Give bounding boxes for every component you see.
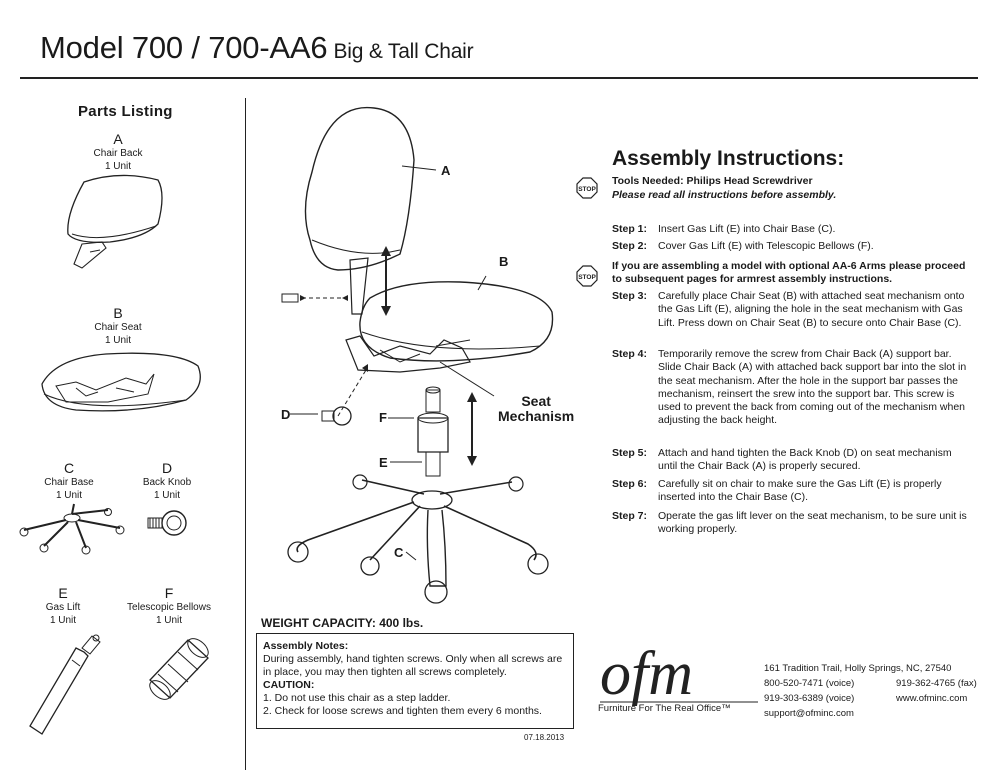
part-name: Chair Back — [93, 148, 143, 159]
stop-text: STOP — [578, 186, 596, 193]
step-text: Temporarily remove the screw from Chair … — [658, 348, 967, 427]
telescopic-bellows-illustration — [140, 632, 220, 710]
step-3: Step 3: Carefully place Chair Seat (B) w… — [612, 290, 967, 330]
step-1: Step 1: Insert Gas Lift (E) into Chair B… — [612, 223, 967, 236]
part-name: Chair Seat — [94, 322, 142, 333]
part-quantity: 1 Unit — [155, 615, 183, 626]
part-label-b: B Chair Seat 1 Unit — [63, 305, 173, 347]
ofm-logo-text: ofm — [600, 640, 693, 706]
chair-base-illustration — [16, 500, 128, 554]
diagram-label-d: D — [281, 407, 291, 422]
step-label: Step 3: — [612, 290, 648, 302]
part-label-d: D Back Knob 1 Unit — [112, 460, 222, 502]
stop-sign-icon: STOP — [576, 265, 598, 287]
model-title: Model 700 / 700-AA6 — [40, 30, 328, 65]
assembly-notes-heading: Assembly Notes: — [263, 640, 349, 652]
part-quantity: 1 Unit — [153, 490, 181, 501]
read-all-note: Please read all instructions before asse… — [612, 189, 837, 201]
caution-item: 1. Do not use this chair as a step ladde… — [263, 692, 451, 704]
part-quantity: 1 Unit — [104, 335, 132, 346]
step-label: Step 1: — [612, 223, 648, 235]
step-label: Step 5: — [612, 447, 648, 459]
gas-lift-illustration — [22, 630, 104, 742]
step-text: Cover Gas Lift (E) with Telescopic Bello… — [658, 240, 874, 252]
phone-voice: 800-520-7471 (voice) — [764, 678, 855, 689]
part-label-e: E Gas Lift 1 Unit — [8, 585, 118, 627]
back-knob-illustration — [146, 508, 190, 540]
assembly-notes-box: Assembly Notes: During assembly, hand ti… — [256, 633, 574, 729]
company-tagline: Furniture For The Real Office™ — [598, 703, 731, 714]
step-text: Operate the gas lift lever on the seat m… — [658, 510, 967, 536]
step-label: Step 4: — [612, 348, 648, 360]
step-7: Step 7: Operate the gas lift lever on th… — [612, 510, 967, 537]
assembly-instructions-title: Assembly Instructions: — [612, 147, 845, 170]
step-5: Step 5: Attach and hand tighten the Back… — [612, 447, 967, 474]
vertical-divider — [245, 98, 246, 770]
part-label-a: A Chair Back 1 Unit — [63, 131, 173, 173]
phone-voice-2: 919-303-6389 (voice) — [764, 693, 855, 704]
fax-number: 919-362-4765 (fax) — [896, 678, 977, 689]
exploded-assembly-diagram — [250, 100, 580, 610]
parts-listing-heading: Parts Listing — [78, 103, 173, 120]
diagram-label-b: B — [499, 254, 509, 269]
part-name: Telescopic Bellows — [127, 602, 211, 613]
contact-info: 161 Tradition Trail, Holly Springs, NC, … — [764, 661, 977, 721]
diagram-label-e: E — [379, 455, 388, 470]
part-letter: A — [113, 131, 123, 147]
step-6: Step 6: Carefully sit on chair to make s… — [612, 478, 967, 505]
armrest-note: If you are assembling a model with optio… — [612, 260, 966, 285]
part-letter: C — [63, 460, 75, 476]
part-letter: F — [164, 585, 174, 601]
part-label-c: C Chair Base 1 Unit — [14, 460, 124, 502]
diagram-label-c: C — [394, 545, 404, 560]
diagram-label-a: A — [441, 163, 451, 178]
tools-needed: Tools Needed: Philips Head Screwdriver — [612, 175, 813, 187]
step-text: Carefully sit on chair to make sure the … — [658, 478, 942, 504]
caution-heading: CAUTION: — [263, 679, 315, 691]
seat-mechanism-label: Seat Mechanism — [498, 394, 574, 424]
weight-capacity: WEIGHT CAPACITY: 400 lbs. — [261, 616, 424, 630]
seat-mechanism-line: Seat — [521, 393, 551, 409]
chair-back-illustration — [62, 172, 172, 272]
seat-mechanism-line: Mechanism — [498, 408, 575, 424]
step-4: Step 4: Temporarily remove the screw fro… — [612, 348, 967, 428]
part-name: Chair Base — [44, 477, 94, 488]
website-link[interactable]: www.ofminc.com — [896, 693, 968, 704]
part-letter: D — [161, 460, 173, 476]
date-stamp: 07.18.2013 — [524, 733, 565, 742]
step-label: Step 7: — [612, 510, 648, 522]
step-2: Step 2: Cover Gas Lift (E) with Telescop… — [612, 240, 967, 253]
step-text: Attach and hand tighten the Back Knob (D… — [658, 447, 952, 473]
part-letter: E — [58, 585, 68, 601]
step-text: Carefully place Chair Seat (B) with atta… — [658, 290, 965, 329]
step-text: Insert Gas Lift (E) into Chair Base (C). — [658, 223, 836, 235]
company-address: 161 Tradition Trail, Holly Springs, NC, … — [764, 663, 952, 674]
diagram-label-f: F — [379, 410, 387, 425]
step-label: Step 2: — [612, 240, 648, 252]
stop-sign-icon: STOP — [576, 177, 598, 199]
support-email[interactable]: support@ofminc.com — [764, 708, 854, 719]
part-name: Gas Lift — [45, 602, 81, 613]
part-quantity: 1 Unit — [55, 490, 83, 501]
caution-item: 2. Check for loose screws and tighten th… — [263, 705, 542, 717]
part-quantity: 1 Unit — [104, 161, 132, 172]
title-divider — [20, 77, 978, 79]
stop-text: STOP — [578, 274, 596, 281]
step-label: Step 6: — [612, 478, 648, 490]
part-label-f: F Telescopic Bellows 1 Unit — [114, 585, 224, 627]
part-name: Back Knob — [142, 477, 192, 488]
assembly-notes-text: During assembly, hand tighten screws. On… — [263, 653, 563, 678]
part-letter: B — [113, 305, 123, 321]
model-subtitle: Big & Tall Chair — [333, 40, 474, 63]
part-quantity: 1 Unit — [49, 615, 77, 626]
chair-seat-illustration — [36, 348, 206, 418]
ofm-logo: ofm — [600, 640, 758, 706]
